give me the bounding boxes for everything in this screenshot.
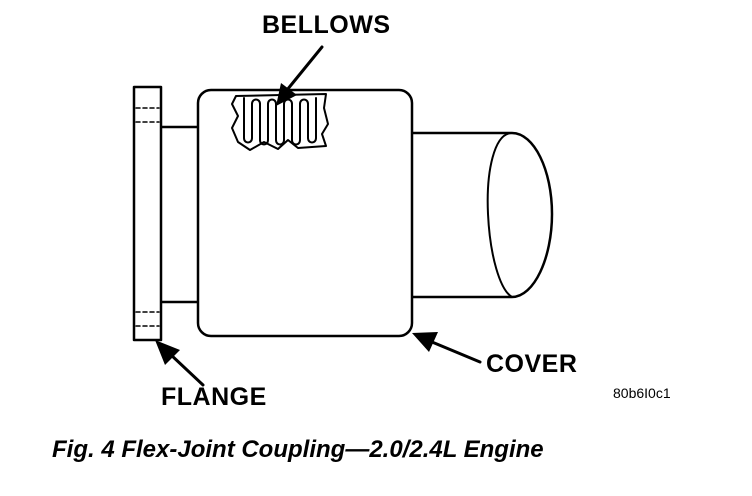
cover-label: COVER [486, 350, 578, 378]
figure-reference-code: 80b6I0c1 [613, 385, 671, 401]
bellows-leader-arrow [276, 45, 324, 106]
cover-leader-arrow [412, 332, 482, 364]
figure-caption: Fig. 4 Flex-Joint Coupling—2.0/2.4L Engi… [52, 436, 544, 463]
flange-leader-arrow [155, 340, 205, 387]
bellows-label: BELLOWS [262, 11, 391, 39]
exhaust-pipe [410, 131, 554, 299]
flange-pipe-stub [159, 125, 202, 304]
bellows-cutaway [231, 93, 329, 151]
flange-label: FLANGE [161, 383, 267, 411]
flange-plate [132, 85, 163, 342]
coupling-cover [196, 88, 414, 338]
